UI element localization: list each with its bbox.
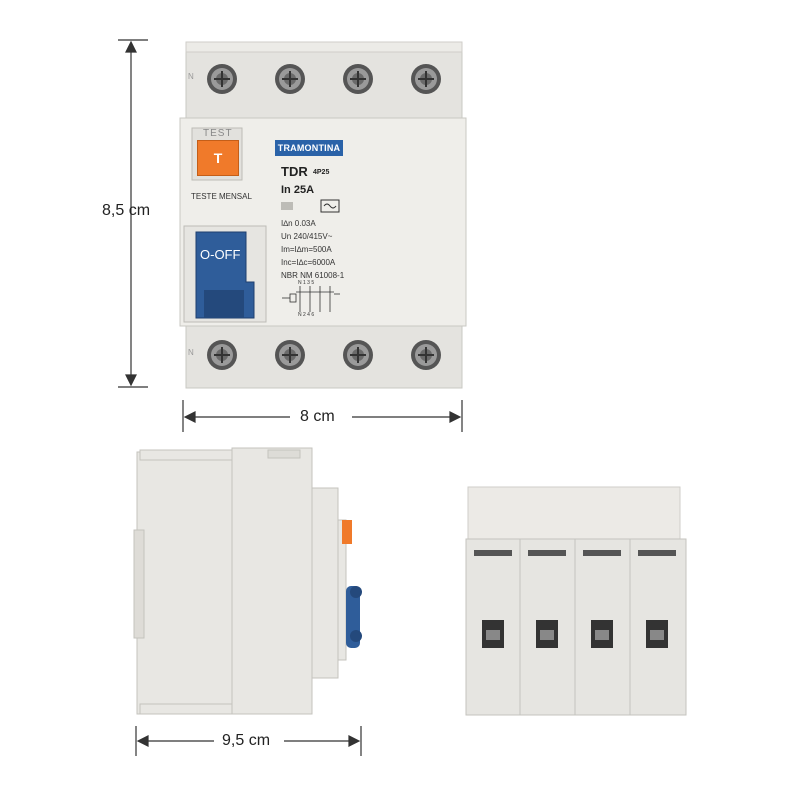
width-dimension-label: 8 cm	[300, 408, 335, 425]
schematic-top-label: N 1 3 5	[298, 280, 315, 286]
status-window	[281, 202, 293, 210]
schematic-bottom-label: N 2 4 6	[298, 312, 315, 318]
top-screw-terminals	[207, 64, 441, 94]
pole-slots	[474, 550, 676, 648]
spec-line-2: Un 240/415V~	[281, 232, 333, 241]
model-name: TDR	[281, 164, 308, 179]
bottom-screw-terminals	[207, 340, 441, 370]
brand-logo: TRAMONTINA	[275, 140, 343, 156]
spec-line-4: Inc=I∆c=6000A	[281, 258, 336, 267]
ac-symbol-icon	[320, 199, 340, 213]
width-dimension-line	[182, 400, 463, 432]
terminal-bottom-mark: N	[188, 348, 194, 357]
test-note: TESTE MENSAL	[191, 192, 252, 201]
spec-line-1: I∆n 0.03A	[281, 219, 316, 228]
side-test-button	[342, 520, 352, 544]
lever-label[interactable]: O-OFF	[200, 247, 241, 262]
rating-label: In 25A	[281, 184, 315, 196]
model-suffix: 4P25	[313, 169, 330, 176]
height-dimension-line	[118, 39, 148, 388]
test-label: TEST	[203, 128, 233, 139]
depth-dimension-line	[135, 726, 362, 756]
spec-line-5: NBR NM 61008-1	[281, 271, 345, 280]
depth-dimension-label: 9,5 cm	[222, 732, 271, 749]
test-button[interactable]: T	[197, 140, 239, 176]
height-dimension-label: 8,5 cm	[102, 202, 151, 219]
side-lever	[346, 586, 362, 648]
terminal-top-mark: N	[188, 72, 194, 81]
spec-line-3: Im=I∆m=500A	[281, 245, 332, 254]
circuit-schematic-icon	[282, 286, 340, 312]
